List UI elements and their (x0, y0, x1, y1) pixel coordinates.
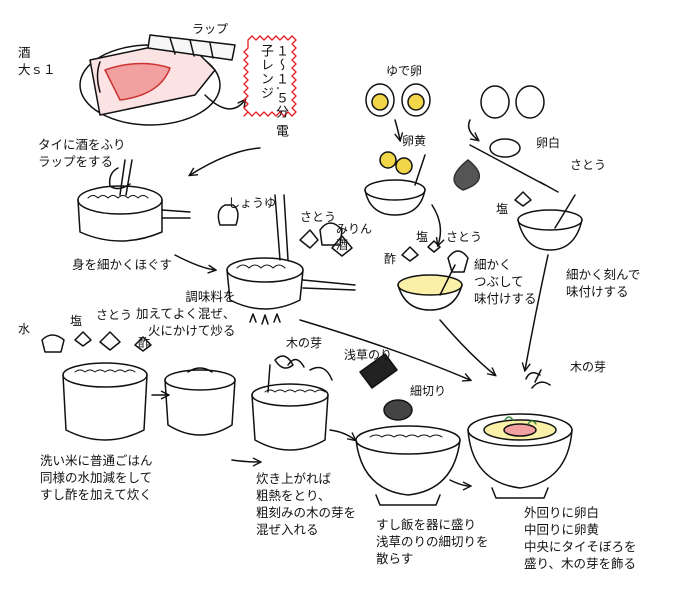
final-caption: 外回りに卵白 中回りに卵黄 中央にタイそぼろを 盛り、木の芽を飾る (524, 505, 637, 571)
arrow-to-mix (231, 460, 260, 462)
final-kinome-label: 木の芽 (570, 360, 607, 374)
yolk-sato-label: さとう (446, 230, 483, 244)
serve-bowl-icon (355, 353, 461, 506)
mix-caption: 炊き上がれば 粗熱をとり、 粗刻みの木の芽を 混ぜ入れる (256, 471, 357, 537)
yolk-label: 卵黄 (402, 134, 427, 148)
yolk-season-bowl-icon (397, 240, 469, 311)
boiled-egg-icon (365, 83, 545, 119)
final-bowl-icon (467, 369, 573, 499)
arrow-to-yolk-season (431, 204, 440, 245)
wrap-label: ラップ (192, 22, 229, 36)
arrow-yolk-to-final (439, 319, 495, 375)
yolk-vinegar-label: 酢 (384, 252, 397, 266)
microwave-tag: １〜１.５分 電子レンジ (258, 44, 288, 139)
mix-pot-icon (251, 355, 333, 451)
arrow-to-pan (190, 147, 261, 175)
white-sato-label: さとう (570, 158, 607, 172)
fish-plate-icon (79, 34, 236, 126)
rice-vinegar-label: 酢 (138, 336, 151, 350)
serve-caption: すし飯を器に盛り 浅草のりの細切りを 散らす (376, 517, 489, 566)
nori-cut-label: 細切り (410, 384, 447, 398)
nori-label: 浅草のり (344, 348, 393, 362)
egg-white-board-icon (453, 138, 559, 193)
water-label: 水 (18, 322, 31, 336)
white-season-bowl-icon (514, 191, 583, 251)
arrow-to-yolk (395, 119, 400, 140)
arrow-pan-to-final (299, 319, 470, 380)
sato-label-3: さとう (300, 210, 337, 224)
yolk-salt-label: 塩 (416, 230, 429, 244)
mix-kinome-label: 木の芽 (286, 336, 323, 350)
arrow-to-microwave (204, 94, 245, 110)
shoyu-label: しょうゆ (228, 196, 277, 210)
arrow-to-white (467, 119, 478, 140)
arrow-to-final (449, 479, 470, 486)
white-caption: 細かく刻んで 味付けする (566, 267, 641, 299)
white-salt-label: 塩 (496, 202, 509, 216)
mirin-label: みりん (336, 222, 373, 236)
rice-caption: 洗い米に普通ごはん 同様の水加減をして すし酢を加えて炊く (40, 453, 153, 502)
pan-flake-icon (77, 159, 191, 242)
arrow-to-bowl (329, 429, 355, 440)
yolk-caption: 細かく つぶして 味付けする (474, 257, 537, 306)
boiled-egg-label: ゆで卵 (386, 64, 423, 78)
rice-pot-icon (41, 331, 152, 441)
white-label: 卵白 (536, 136, 561, 150)
step2-caption: 身を細かくほぐす (72, 257, 173, 272)
arrow-to-seasoning-pan (174, 254, 215, 270)
sake-label-3: 酒 (336, 238, 349, 252)
arrow-white-to-final (525, 254, 549, 370)
yolk-bowl-icon (364, 151, 426, 216)
rice-sato-label: さとう (96, 308, 133, 322)
microwave-tag-frame (243, 35, 297, 117)
step1-caption: タイに酒をふり ラップをする (38, 137, 126, 169)
sake-label: 酒 大ｓ１ (18, 45, 56, 77)
rice-salt-label: 塩 (70, 314, 83, 328)
rice-cooker-icon (164, 367, 236, 436)
step3-caption: 調味料を 加えてよく混ぜ、 火にかけて炒る (136, 289, 236, 338)
seasoning-pan-icon (217, 194, 356, 325)
